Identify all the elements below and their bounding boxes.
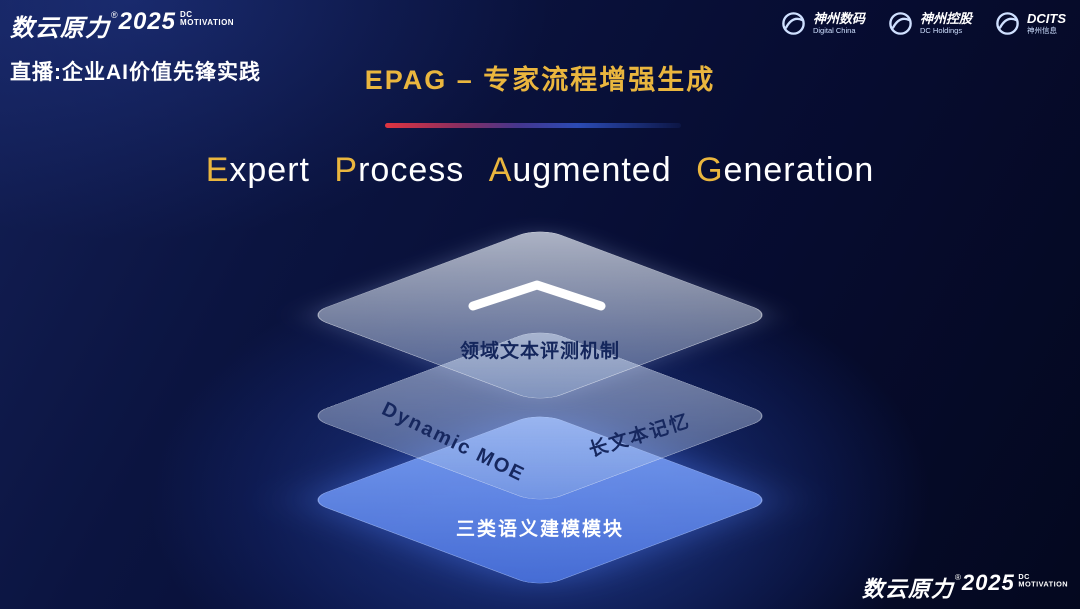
dcits-swirl-icon xyxy=(996,12,1019,35)
partner-logos: 神州数码 Digital China 神州控股 DC Holdings DCIT… xyxy=(780,10,1066,37)
brand-year: 2025 xyxy=(118,8,177,35)
digital-china-swirl-icon xyxy=(782,12,805,35)
partner-dcits: DCITS 神州信息 xyxy=(994,10,1066,37)
heading-word-augmented: Augmented xyxy=(489,151,672,189)
heading-word-generation: Generation xyxy=(696,151,874,189)
heading-rest: xpert xyxy=(229,151,310,189)
brand-registered-mark: ® xyxy=(111,10,118,20)
brand-name: 数云原力 xyxy=(861,577,954,603)
heading-rest: eneration xyxy=(723,151,875,189)
chevron-up-icon xyxy=(468,280,606,311)
brand-subtitle-line2: MOTIVATION xyxy=(1018,580,1068,589)
partner-name: 神州数码 xyxy=(812,11,865,27)
dc-holdings-swirl-icon xyxy=(889,12,912,35)
partner-sub: DC Holdings xyxy=(919,25,963,35)
live-stream-label: 直播:企业AI价值先锋实践 xyxy=(10,61,261,84)
partner-name: 神州控股 xyxy=(919,11,972,27)
partner-name: DCITS xyxy=(1027,11,1066,27)
heading-initial: G xyxy=(696,151,724,189)
heading-initial: E xyxy=(205,151,230,189)
brand-logo-top-left: 数云原力 ® 2025 DC MOTIVATION xyxy=(10,8,234,43)
partner-dc-holdings: 神州控股 DC Holdings xyxy=(887,10,972,37)
heading-rest: rocess xyxy=(358,151,465,189)
brand-subtitle-line1: DC xyxy=(180,10,193,19)
brand-name: 数云原力 xyxy=(10,15,110,42)
brand-logo-bottom-right: 数云原力 ® 2025 DC MOTIVATION xyxy=(862,571,1068,603)
layer-top-label: 领域文本评测机制 xyxy=(459,341,620,362)
layer-top-plate xyxy=(305,227,775,403)
brand-subtitle: DC MOTIVATION xyxy=(180,10,235,28)
heading-word-process: Process xyxy=(334,151,464,189)
heading-word-expert: Expert xyxy=(206,151,310,189)
brand-subtitle: DC MOTIVATION xyxy=(1018,572,1068,589)
title-underline xyxy=(385,123,681,128)
heading-initial: A xyxy=(488,151,513,189)
partner-digital-china: 神州数码 Digital China xyxy=(780,10,865,37)
brand-registered-mark: ® xyxy=(954,572,961,582)
heading-initial: P xyxy=(334,151,359,189)
page-title: EPAG – 专家流程增强生成 xyxy=(364,65,716,95)
main-heading: Expert Process Augmented Generation xyxy=(0,151,1080,190)
heading-rest: ugmented xyxy=(512,151,672,189)
brand-year: 2025 xyxy=(961,570,1015,596)
layer-bottom-label: 三类语义建模模块 xyxy=(455,519,624,540)
partner-sub: 神州信息 xyxy=(1027,25,1057,35)
partner-sub: Digital China xyxy=(812,25,856,35)
brand-subtitle-line1: DC xyxy=(1018,572,1030,581)
brand-subtitle-line2: MOTIVATION xyxy=(180,18,235,28)
